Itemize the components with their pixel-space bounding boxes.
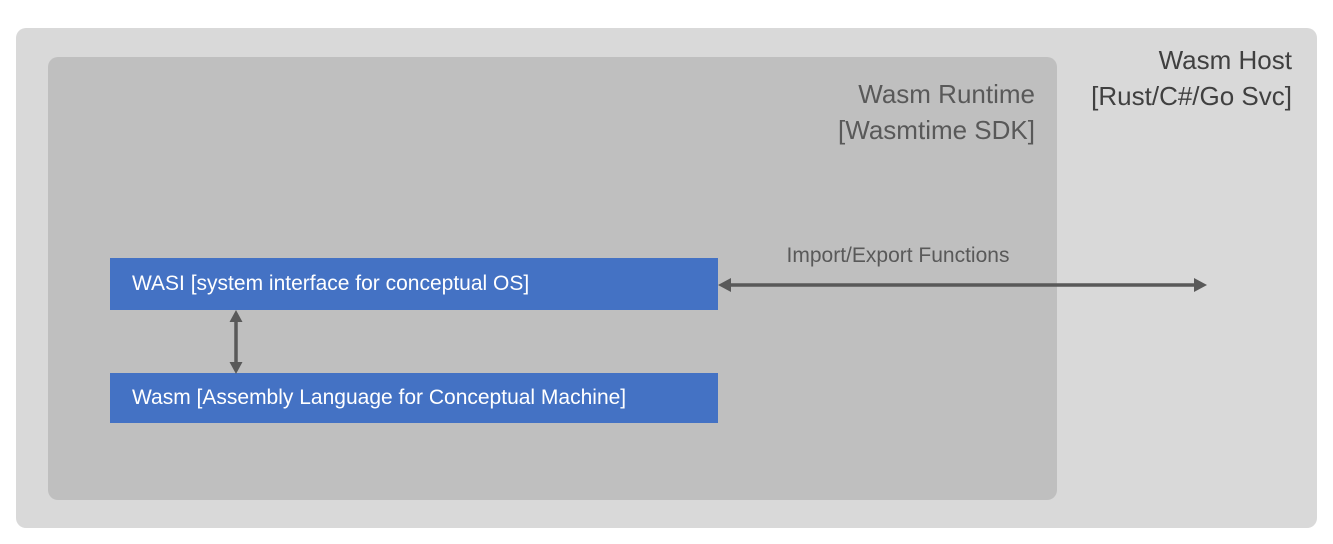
- wasm-box: Wasm [Assembly Language for Conceptual M…: [110, 373, 718, 423]
- wasi-wasm-double-arrow-icon: [229, 310, 243, 374]
- import-export-double-arrow-icon: [718, 278, 1207, 292]
- wasm-host-title: Wasm Host: [1158, 45, 1292, 75]
- wasm-host-container: Wasm Host [Rust/C#/Go Svc] Wasm Runtime …: [16, 28, 1317, 528]
- import-export-label: Import/Export Functions: [786, 244, 1010, 267]
- wasm-runtime-container: Wasm Runtime [Wasmtime SDK] WASI [system…: [48, 57, 1057, 500]
- wasm-runtime-title: Wasm Runtime: [858, 79, 1035, 109]
- wasm-host-label: Wasm Host [Rust/C#/Go Svc]: [1091, 42, 1292, 114]
- wasm-host-subtitle: [Rust/C#/Go Svc]: [1091, 81, 1292, 111]
- wasm-box-label: Wasm [Assembly Language for Conceptual M…: [132, 386, 627, 409]
- wasi-box-label: WASI [system interface for conceptual OS…: [132, 272, 530, 295]
- wasm-runtime-label: Wasm Runtime [Wasmtime SDK]: [838, 76, 1035, 148]
- wasm-runtime-subtitle: [Wasmtime SDK]: [838, 115, 1035, 145]
- wasi-box: WASI [system interface for conceptual OS…: [110, 258, 718, 310]
